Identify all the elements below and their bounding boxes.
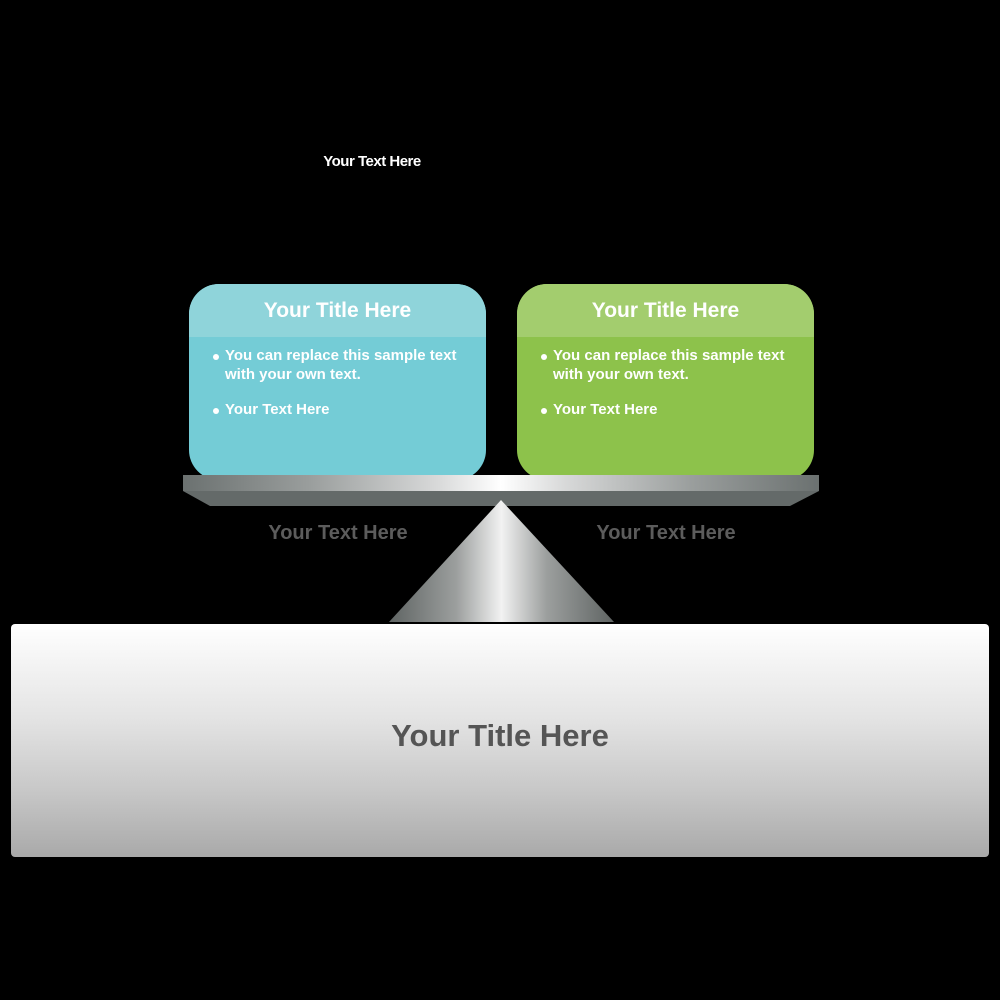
left-card-title: Your Title Here: [189, 284, 486, 337]
bullet-text: Your Text Here: [553, 401, 658, 418]
right-card-body: You can replace this sample text with yo…: [517, 337, 814, 419]
left-card-bullet: You can replace this sample text with yo…: [213, 346, 466, 384]
bullet-text: Your Text Here: [225, 401, 330, 418]
base-title: Your Title Here: [391, 717, 609, 753]
fulcrum-triangle: [389, 500, 614, 622]
top-text-label: Your Text Here: [323, 153, 421, 170]
bullet-dot-icon: [541, 354, 547, 360]
right-side-label: Your Text Here: [596, 522, 736, 544]
bullet-dot-icon: [213, 354, 219, 360]
left-card: Your Title Here You can replace this sam…: [189, 284, 486, 480]
left-card-bullet: Your Text Here: [213, 400, 466, 419]
scale-beam: [183, 475, 819, 491]
right-card-bullet: You can replace this sample text with yo…: [541, 346, 794, 384]
left-side-label: Your Text Here: [268, 522, 408, 544]
bullet-text: You can replace this sample text with yo…: [225, 347, 457, 383]
bullet-dot-icon: [213, 408, 219, 414]
right-card-bullet: Your Text Here: [541, 400, 794, 419]
left-card-body: You can replace this sample text with yo…: [189, 337, 486, 419]
bullet-text: You can replace this sample text with yo…: [553, 347, 785, 383]
bullet-dot-icon: [541, 408, 547, 414]
base-box: Your Title Here: [11, 624, 989, 857]
right-card-title: Your Title Here: [517, 284, 814, 337]
right-card: Your Title Here You can replace this sam…: [517, 284, 814, 480]
scale-beam-underside: [183, 491, 819, 506]
